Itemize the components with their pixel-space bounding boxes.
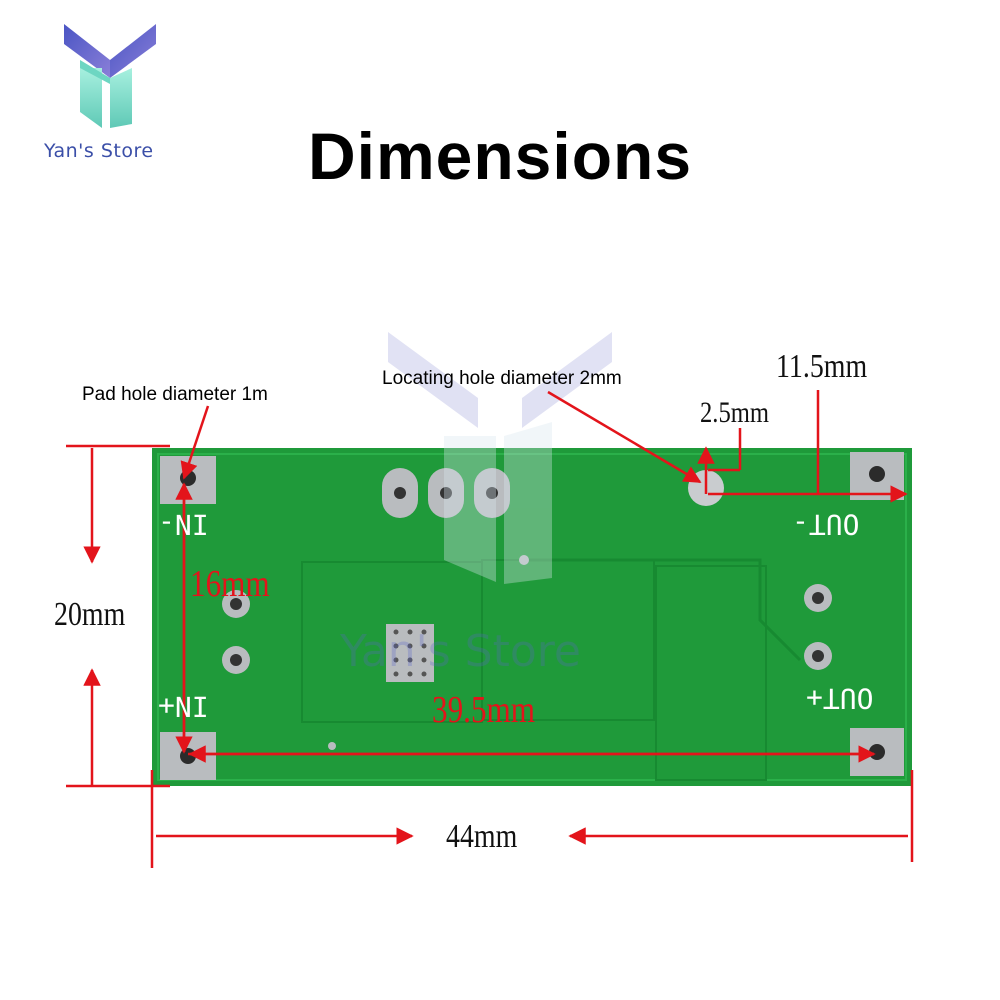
- watermark-logo-icon: [388, 332, 612, 584]
- pcb-board: [152, 448, 912, 786]
- brand-logo-icon: [64, 24, 156, 128]
- pad-label-out-minus: OUT-: [792, 508, 860, 541]
- dim-inner-width: 39.5mm: [432, 689, 536, 731]
- dim-inner-height: 16mm: [190, 563, 270, 605]
- dim-height: 20mm: [54, 596, 126, 633]
- dim-hole-offset-large: 11.5mm: [776, 348, 868, 385]
- page-title: Dimensions: [307, 119, 693, 193]
- pad-label-in-plus: IN+: [158, 690, 209, 723]
- watermark-text: Yan's Store: [340, 626, 581, 677]
- dim-width: 44mm: [446, 818, 518, 855]
- callout-locating-hole: Locating hole diameter 2mm: [382, 368, 622, 389]
- pad-label-out-plus: OUT+: [806, 682, 874, 715]
- callout-pad-hole: Pad hole diameter 1m: [82, 384, 268, 405]
- store-name: Yan's Store: [44, 140, 154, 162]
- pad-label-in-minus: IN-: [158, 508, 209, 541]
- dim-hole-offset-small: 2.5mm: [700, 396, 770, 429]
